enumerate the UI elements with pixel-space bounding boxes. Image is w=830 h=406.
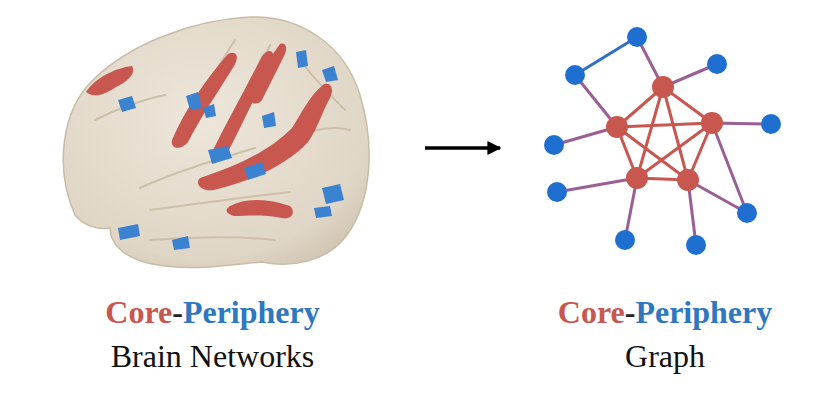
brain-sulci — [95, 40, 350, 240]
caption-line: Graph — [505, 334, 825, 378]
figure-panel: Core-PeripheryGraph — [505, 0, 825, 400]
flow-arrow — [425, 146, 500, 150]
caption-term: - — [172, 294, 183, 330]
caption-term: Periphery — [635, 294, 772, 330]
caption-term: Periphery — [183, 294, 320, 330]
caption-subtitle: Graph — [625, 338, 705, 374]
caption-line: Core-Periphery — [5, 290, 420, 334]
figure-caption: Core-PeripheryBrain Networks — [5, 290, 420, 378]
core-vertices — [606, 76, 723, 191]
caption-term: Core — [558, 294, 625, 330]
periphery-regions — [118, 50, 344, 250]
periphery-vertices — [544, 27, 781, 255]
brain-outline — [63, 17, 369, 268]
figure-caption: Core-PeripheryGraph — [505, 290, 825, 378]
caption-term: - — [625, 294, 636, 330]
caption-line: Brain Networks — [5, 334, 420, 378]
graph-edges — [554, 37, 771, 245]
caption-line: Core-Periphery — [505, 290, 825, 334]
figure-panel: Core-PeripheryBrain Networks — [5, 0, 420, 400]
brain-illustration — [63, 17, 369, 268]
graph-illustration — [544, 27, 781, 255]
core-regions — [86, 44, 332, 219]
caption-term: Core — [105, 294, 172, 330]
caption-subtitle: Brain Networks — [111, 338, 315, 374]
